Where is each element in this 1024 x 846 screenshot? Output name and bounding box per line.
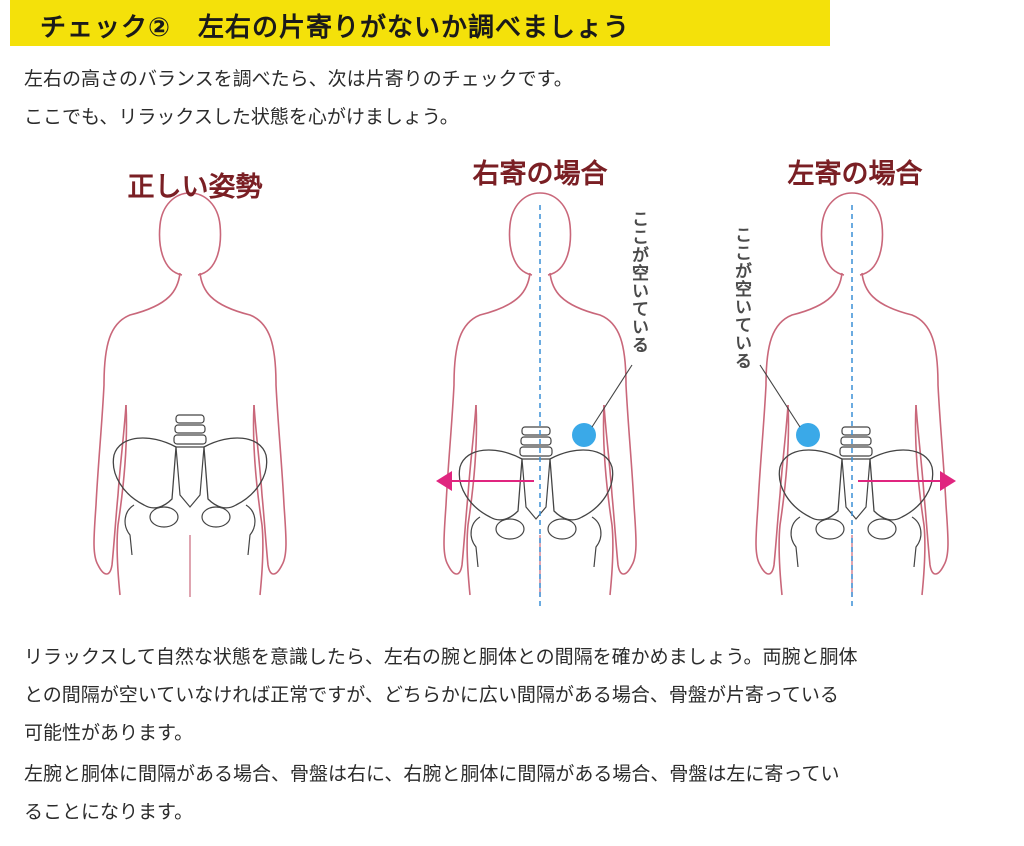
intro-line-2: ここでも、リラックスした状態を心がけましょう。 <box>24 106 459 128</box>
gap-marker <box>796 423 820 447</box>
pelvis-illustration <box>112 414 268 556</box>
figure-correct-posture <box>93 192 287 598</box>
shift-arrow <box>436 471 534 491</box>
section-banner: チェック② 左右の片寄りがないか調べましょう <box>10 0 830 46</box>
figure-title-right-lean: 右寄の場合 <box>472 159 608 190</box>
body-line-3: 可能性があります。 <box>24 722 194 744</box>
callout-leader <box>759 364 801 428</box>
figure-title-correct: 正しい姿勢 <box>127 172 263 203</box>
callout-text-left: ここが空いている <box>731 226 751 370</box>
body-line-4: 左腕と胴体に間隔がある場合、骨盤は右に、右腕と胴体に間隔がある場合、骨盤は左に寄… <box>24 763 840 785</box>
pelvis-illustration <box>778 426 934 568</box>
figure-right-lean <box>436 192 637 610</box>
body-line-1: リラックスして自然な状態を意識したら、左右の腕と胴体との間隔を確かめましょう。両… <box>24 646 858 668</box>
shift-arrow <box>858 471 956 491</box>
body-line-2: との間隔が空いていなければ正常ですが、どちらかに広い間隔がある場合、骨盤が片寄っ… <box>24 684 839 706</box>
body-line-5: ることになります。 <box>24 801 194 823</box>
section-title: チェック② 左右の片寄りがないか調べましょう <box>40 13 631 43</box>
intro-line-1: 左右の高さのバランスを調べたら、次は片寄りのチェックです。 <box>24 68 573 90</box>
gap-marker <box>572 423 596 447</box>
figure-title-left-lean: 左寄の場合 <box>787 159 923 190</box>
callout-text-right: ここが空いている <box>628 210 648 354</box>
callout-leader <box>591 364 633 428</box>
figure-left-lean <box>755 192 956 610</box>
pelvis-illustration <box>458 426 614 568</box>
